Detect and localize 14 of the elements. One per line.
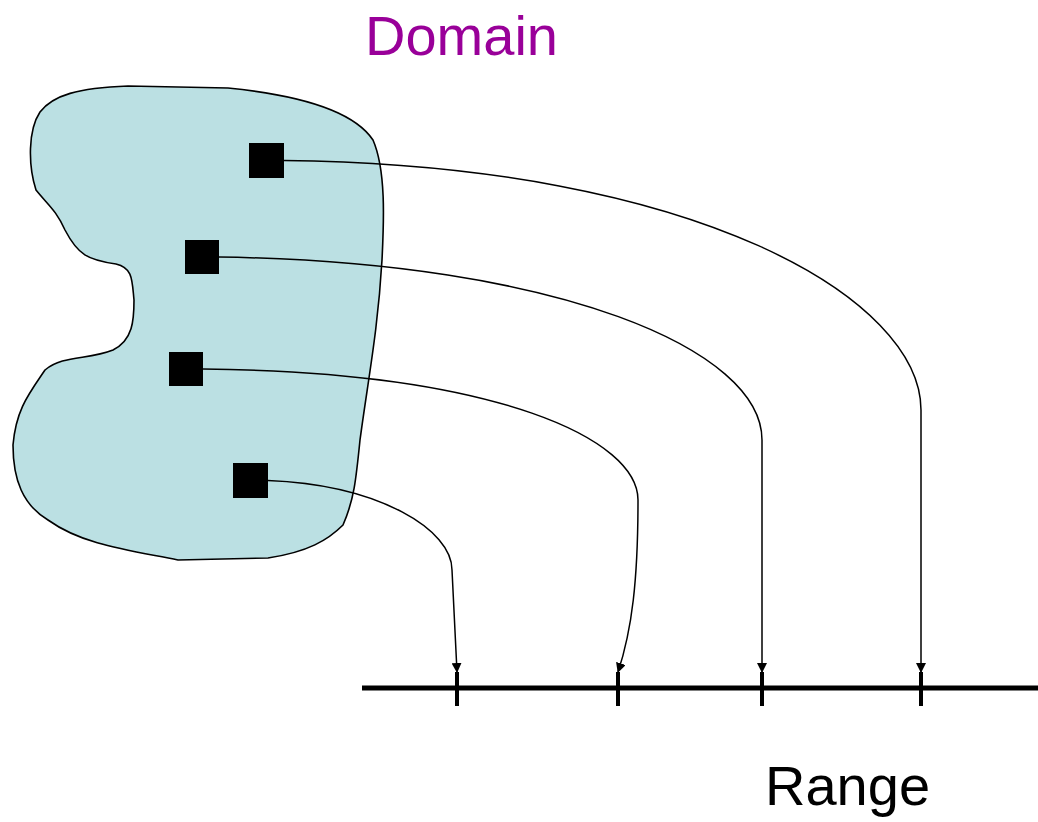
range-title: Range <box>765 753 931 819</box>
arrow <box>202 368 639 673</box>
tick-mark <box>455 672 459 706</box>
arrow <box>283 159 926 673</box>
tick-mark <box>919 672 923 706</box>
tick-mark <box>616 672 620 706</box>
arrow <box>267 479 462 673</box>
square-marker <box>249 143 284 178</box>
arrow <box>218 256 767 673</box>
tick-mark <box>760 672 764 706</box>
square-marker <box>169 352 203 386</box>
domain-title: Domain <box>365 3 558 69</box>
square-marker <box>233 463 268 498</box>
square-marker <box>185 240 219 274</box>
